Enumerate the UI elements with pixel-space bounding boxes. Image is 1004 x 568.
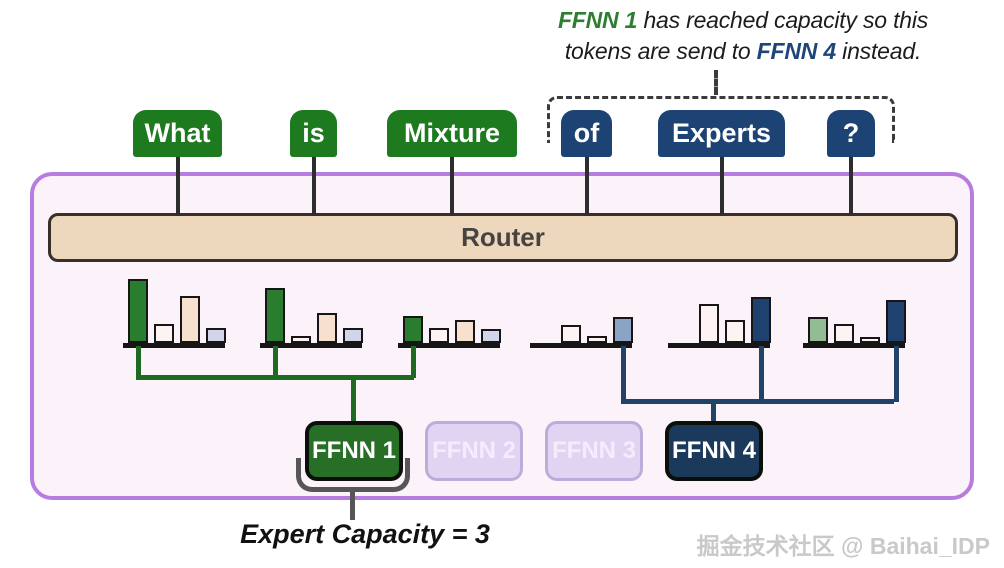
router-label: Router [461, 222, 545, 252]
dashed-overflow-group-box [547, 96, 895, 143]
router-bar: Router [48, 213, 958, 262]
expert-capacity-label: Expert Capacity = 3 [240, 519, 490, 549]
callout-ffnn1-ref: FFNN 1 [557, 7, 638, 33]
chart-6-bar-1 [808, 317, 828, 343]
chart-3-stem [410, 346, 416, 378]
chart-5-bar-2 [699, 304, 719, 343]
chart-1-bar-4 [206, 328, 226, 343]
chart-2-bar-2 [291, 336, 311, 343]
chart-2-stem [272, 346, 278, 378]
chart-1-bar-2 [154, 324, 174, 343]
navy-join-line [621, 399, 894, 404]
green-drop-line [351, 375, 356, 423]
chart-4-stem [620, 346, 626, 402]
chart-6-bar-3 [860, 337, 880, 343]
watermark: 掘金技术社区 @ Baihai_IDP [696, 533, 990, 559]
chart-6-bar-2 [834, 324, 854, 343]
token-stem-experts [719, 156, 724, 215]
token-stem-what [175, 156, 180, 215]
chart-2-baseline [260, 343, 362, 348]
callout-line-1: FFNN 1 has reached capacity so this [483, 5, 1003, 36]
capacity-bracket [296, 458, 410, 492]
callout-line1-text: has reached capacity so this [637, 7, 929, 33]
token-stem-of [584, 156, 589, 215]
chart-1-baseline [123, 343, 225, 348]
token-is: is [290, 110, 337, 157]
capacity-bracket-stem [350, 490, 355, 520]
chart-5-bar-4 [751, 297, 771, 343]
token-stem-mixture [450, 156, 454, 215]
dashed-pointer-line [714, 70, 718, 95]
chart-5-stem [758, 346, 764, 402]
chart-6-baseline [803, 343, 905, 348]
callout-line-2: tokens are send to FFNN 4 instead. [483, 36, 1003, 67]
chart-3-bar-4 [481, 329, 501, 343]
chart-3-bar-1 [403, 316, 423, 343]
callout-ffnn4-ref: FFNN 4 [756, 38, 837, 64]
token-stem-? [849, 156, 853, 215]
chart-4-bar-4 [613, 317, 633, 343]
chart-2-bar-4 [343, 328, 363, 343]
chart-2-bar-1 [265, 288, 285, 343]
chart-6-bar-4 [886, 300, 906, 343]
token-mixture: Mixture [387, 110, 517, 157]
token-stem-is [311, 156, 316, 215]
chart-5-baseline [668, 343, 770, 348]
expert-ffnn-4: FFNN 4 [665, 421, 763, 481]
callout-annotation: FFNN 1 has reached capacity so this toke… [483, 5, 1003, 67]
callout-line2-text: tokens are send to [564, 38, 757, 64]
chart-4-bar-3 [587, 336, 607, 343]
chart-2-bar-3 [317, 313, 337, 343]
green-join-line [136, 375, 414, 380]
navy-drop-line [711, 399, 716, 423]
expert-ffnn-1: FFNN 1 [305, 421, 403, 481]
expert-ffnn-2: FFNN 2 [425, 421, 523, 481]
chart-1-bar-3 [180, 296, 200, 343]
chart-3-bar-2 [429, 328, 449, 343]
chart-5-bar-3 [725, 320, 745, 343]
chart-3-baseline [398, 343, 500, 348]
expert-ffnn-3: FFNN 3 [545, 421, 643, 481]
chart-6-stem [893, 346, 899, 402]
chart-4-bar-2 [561, 325, 581, 343]
chart-4-baseline [530, 343, 632, 348]
token-of: of [561, 110, 612, 157]
callout-line2-tail: instead. [835, 38, 922, 64]
token-experts: Experts [658, 110, 785, 157]
token-what: What [133, 110, 222, 157]
chart-1-bar-1 [128, 279, 148, 343]
chart-1-stem [135, 346, 141, 378]
token-?: ? [827, 110, 875, 157]
chart-3-bar-3 [455, 320, 475, 343]
